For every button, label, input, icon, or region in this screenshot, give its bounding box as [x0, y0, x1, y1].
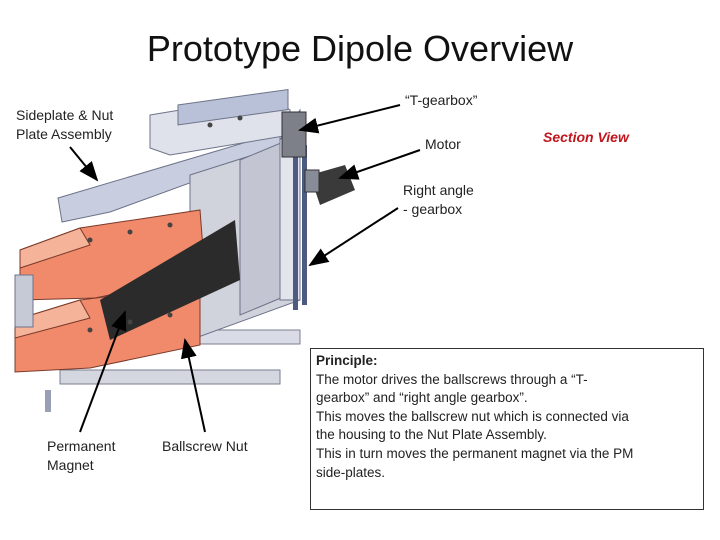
principle-textbox: Principle: The motor drives the ballscre… — [310, 348, 704, 510]
principle-line: This moves the ballscrew nut which is co… — [316, 408, 629, 424]
t-gearbox — [281, 111, 307, 158]
motor — [304, 165, 355, 205]
principle-heading: Principle: — [316, 353, 378, 368]
label-sideplate-assembly: Sideplate & Nut Plate Assembly — [16, 107, 114, 142]
arrow-ballscrew-nut — [181, 338, 206, 433]
arrow-t-gearbox — [298, 104, 401, 134]
bolt-details — [87, 115, 243, 333]
principle-line: The motor drives the ballscrews through … — [316, 371, 588, 387]
label-right-angle-gearbox: Right angle - gearbox — [403, 182, 474, 217]
label-ballscrew-nut: Ballscrew Nut — [162, 438, 248, 454]
label-section-view: Section View — [543, 129, 629, 145]
ballscrew-rods — [293, 145, 307, 310]
principle-line: gearbox” and “right angle gearbox”. — [316, 390, 528, 406]
principle-line: the housing to the Nut Plate Assembly. — [316, 427, 547, 443]
principle-line: side-plates. — [316, 464, 386, 480]
label-motor: Motor — [425, 136, 461, 152]
arrow-permanent-magnet — [79, 310, 127, 433]
label-t-gearbox: “T-gearbox” — [405, 92, 478, 108]
page-title: Prototype Dipole Overview — [146, 28, 574, 69]
principle-line: This in turn moves the permanent magnet … — [316, 445, 634, 461]
callout-arrows — [69, 104, 421, 433]
arrow-motor — [338, 149, 421, 180]
label-permanent-magnet: Permanent Magnet — [47, 438, 116, 473]
arrow-right-angle — [308, 207, 399, 267]
top-frame — [57, 88, 291, 223]
magnet-gap — [100, 220, 240, 340]
arrow-sideplate — [69, 146, 99, 182]
